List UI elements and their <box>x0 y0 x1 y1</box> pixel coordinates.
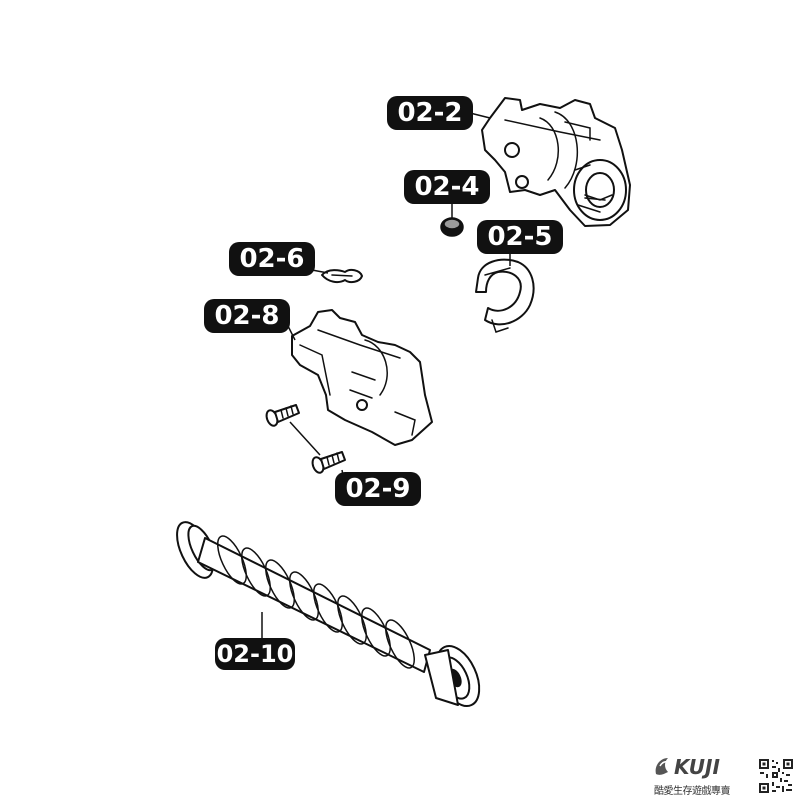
callout-02-5: 02-5 <box>477 220 563 254</box>
callout-02-4: 02-4 <box>404 170 490 204</box>
part-02-10-recoil-spring-guide <box>176 521 481 707</box>
callout-02-5-text: 02-5 <box>487 222 552 252</box>
screw-upper <box>265 404 300 427</box>
part-02-2-hop-up-chamber <box>481 97 631 227</box>
callout-02-8: 02-8 <box>204 299 290 333</box>
part-02-8-chamber-housing <box>291 309 433 446</box>
callout-02-10: 02-10 <box>215 638 295 670</box>
qr-code-icon <box>758 758 794 794</box>
callout-02-2-text: 02-2 <box>397 98 462 128</box>
leader-02-6 <box>311 269 329 274</box>
part-02-5-c-ring <box>475 258 535 333</box>
kuji-logo: KUJI <box>655 755 720 779</box>
callout-02-8-text: 02-8 <box>214 301 279 331</box>
callout-02-10-text: 02-10 <box>217 640 294 668</box>
brand-tagline: 酷愛生存遊戲專賣 <box>654 786 731 797</box>
leader-02-2 <box>469 112 491 119</box>
callout-02-6-text: 02-6 <box>239 244 304 274</box>
callout-02-4-text: 02-4 <box>414 172 479 202</box>
callout-02-6: 02-6 <box>229 242 315 276</box>
screw-lower <box>311 451 346 474</box>
brand-watermark: KUJI 酷愛生存遊戲專賣 <box>650 752 800 800</box>
part-02-4-o-ring <box>440 217 464 237</box>
spring-coils <box>217 535 415 669</box>
callout-02-9-text: 02-9 <box>345 474 410 504</box>
callout-02-2: 02-2 <box>387 96 473 130</box>
callout-02-9: 02-9 <box>335 472 421 506</box>
brand-logo-text: KUJI <box>674 755 720 779</box>
part-02-6-clip <box>321 268 363 284</box>
part-02-9-screws <box>265 404 346 474</box>
